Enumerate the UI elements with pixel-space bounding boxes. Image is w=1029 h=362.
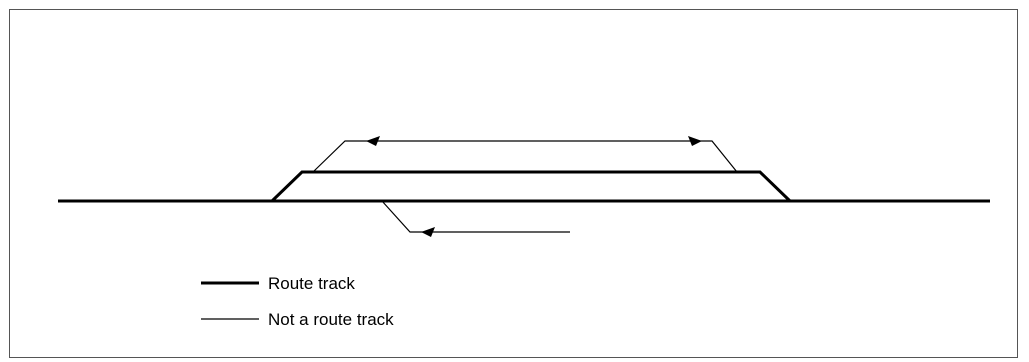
siding-route-track <box>270 170 792 203</box>
legend: Route track Not a route track <box>201 274 394 329</box>
upper-non-route-path <box>312 140 738 173</box>
diagram-frame <box>9 9 1018 358</box>
upper-left-arrowhead-icon <box>366 136 380 146</box>
lower-arrowhead-icon <box>421 227 435 237</box>
legend-not-route-track-label: Not a route track <box>268 310 394 329</box>
upper-right-arrowhead-icon <box>688 136 702 146</box>
legend-route-track-label: Route track <box>268 274 355 293</box>
lower-non-route-path <box>381 200 570 233</box>
